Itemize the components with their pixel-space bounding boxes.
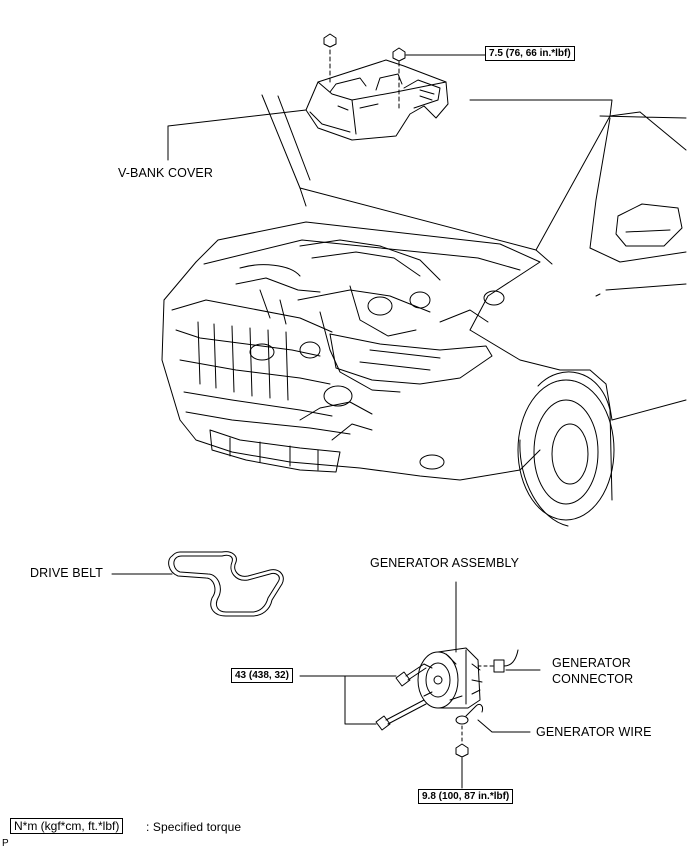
cover-nut-left — [323, 33, 337, 83]
generator-assembly-label: GENERATOR ASSEMBLY — [370, 556, 520, 570]
generator-bolt-upper — [395, 663, 427, 687]
generator-wire-part — [455, 703, 483, 789]
cover-nut-right — [392, 47, 406, 111]
generator-connector-part — [477, 649, 519, 673]
v-bank-cover-label: V-BANK COVER — [118, 166, 213, 180]
cover-nut-torque: 7.5 (76, 66 in.*lbf) — [485, 46, 575, 61]
generator-wire-label: GENERATOR WIRE — [536, 725, 652, 739]
generator-bolt-leader-lower — [344, 675, 377, 725]
generator-bolt-lower — [375, 699, 427, 731]
generator-assembly-part — [417, 647, 483, 709]
torque-legend-units: N*m (kgf*cm, ft.*lbf) — [10, 818, 124, 834]
torque-legend-meaning: : Specified torque — [146, 820, 242, 834]
drive-belt-part — [168, 551, 284, 617]
vehicle-illustration — [161, 94, 687, 527]
v-bank-cover-leader — [167, 109, 307, 161]
generator-connector-label-line1: GENERATOR — [552, 656, 631, 670]
generator-bolt-torque: 43 (438, 32) — [231, 668, 293, 683]
v-bank-cover-part — [305, 59, 449, 141]
generator-wire-leader — [477, 719, 531, 733]
corner-mark: P — [2, 838, 9, 849]
drive-belt-label: DRIVE BELT — [30, 566, 104, 580]
generator-connector-label-line2: CONNECTOR — [552, 672, 634, 686]
wire-nut-torque: 9.8 (100, 87 in.*lbf) — [418, 789, 514, 804]
